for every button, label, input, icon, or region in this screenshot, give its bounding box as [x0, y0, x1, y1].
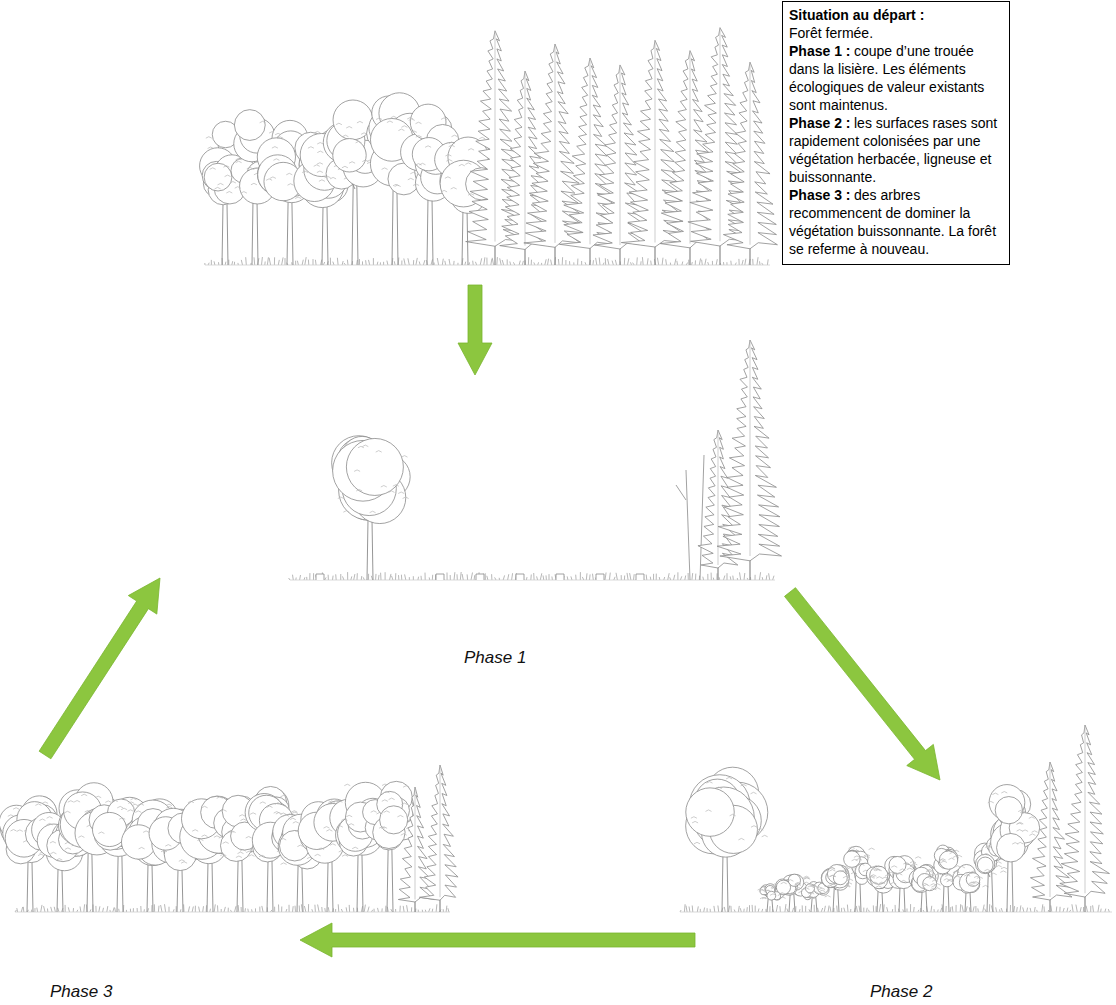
tree-stump [516, 574, 524, 580]
phase-text: Forêt fermée. [789, 24, 1003, 42]
tree-stump [556, 574, 564, 580]
phase-label: Phase 3 [48, 982, 114, 1002]
conifer-tree [717, 340, 781, 580]
cycle-arrow [300, 923, 695, 957]
tree-stump [596, 574, 604, 580]
conifer-tree [419, 765, 458, 912]
grass [15, 904, 449, 912]
grass [289, 572, 774, 580]
phase-label: Phase 1 [462, 648, 528, 668]
deciduous-tree [821, 864, 853, 912]
description-box: Situation au départ :Forêt fermée.Phase … [782, 1, 1010, 265]
cycle-arrow [39, 578, 160, 759]
conifer-tree [1030, 762, 1072, 912]
phase-heading: Phase 2 : [789, 115, 850, 131]
phase-description: Phase 3 :des arbres recommencent de domi… [789, 186, 1003, 258]
phase-description: Situation au départ :Forêt fermée. [789, 6, 1003, 42]
phase2-regrowth [680, 725, 1112, 912]
phase-description: Phase 2 :les surfaces rases sont rapidem… [789, 114, 1003, 186]
deciduous-tree [909, 864, 940, 912]
conifer-tree [723, 62, 777, 265]
tree-stump [476, 574, 484, 580]
ground-line [15, 912, 450, 913]
ground-line [290, 580, 775, 581]
tree-stump [636, 574, 644, 580]
grass [680, 904, 1109, 912]
cycle-arrow [458, 285, 492, 375]
phase-label: Phase 2 [868, 982, 934, 1002]
ground-line [205, 265, 770, 266]
conifer-tree [524, 44, 586, 265]
tree-stump [316, 574, 324, 580]
deciduous-tree [988, 785, 1040, 912]
phase-heading: Phase 1 : [789, 43, 850, 59]
closed-forest [200, 28, 778, 265]
phase3-closed-forest [0, 765, 458, 912]
grass [205, 257, 768, 265]
deciduous-tree [686, 767, 768, 912]
phase-description: Phase 1 :coupe d’une trouée dans la lisi… [789, 42, 1003, 114]
conifer-tree [1060, 725, 1110, 912]
phase-heading: Phase 3 : [789, 187, 850, 203]
tree-stump [436, 574, 444, 580]
deciduous-tree [332, 436, 411, 580]
phase1-clearing [289, 340, 782, 580]
cycle-arrow [785, 588, 940, 780]
deciduous-tree [776, 874, 811, 912]
phase-heading: Situation au départ : [789, 7, 924, 23]
ground-line [680, 912, 1112, 913]
conifer-tree [398, 787, 434, 912]
